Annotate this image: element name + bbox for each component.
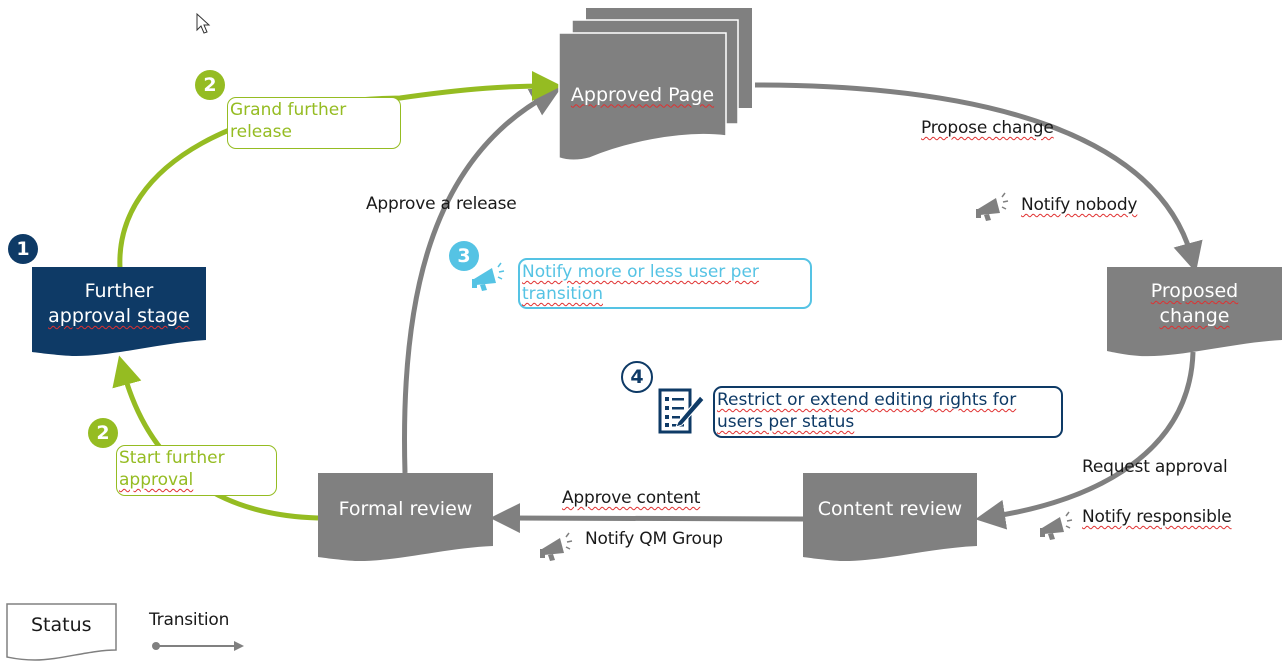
status-formal-review-label: Formal review: [318, 495, 493, 523]
megaphone-icon: [1040, 511, 1073, 540]
notify-nobody-text: Notify nobody: [1021, 195, 1138, 215]
label-approve-release: Approve a release: [366, 193, 517, 215]
megaphone-icon: [540, 532, 573, 561]
status-content-review[interactable]: [803, 473, 977, 562]
status-approved-page-label: Approved Page: [559, 78, 726, 112]
callout-notify-more-or-less: Notify more or less user per transition: [518, 258, 812, 309]
approved-page-text: Approved Page: [570, 83, 715, 106]
transition-approve-content[interactable]: [490, 503, 804, 534]
label-notify-nobody: Notify nobody: [1021, 194, 1137, 216]
release-text: release: [230, 122, 292, 142]
status-approved-page[interactable]: [558, 8, 752, 162]
legend-status-label: Status: [31, 614, 92, 636]
callout-start-further-approval: Start further approval: [116, 445, 277, 496]
further-text: Further: [84, 280, 154, 302]
badge-4: 4: [621, 361, 653, 393]
formal-review-text: Formal review: [338, 497, 473, 520]
badge-2-top: 2: [195, 70, 225, 100]
label-propose-change: Propose change: [921, 117, 1054, 139]
status-proposed-change-label: Proposed change: [1107, 278, 1282, 330]
badge-3: 3: [449, 241, 479, 271]
transition-propose-change[interactable]: [754, 82, 1203, 273]
megaphone-icon: [472, 262, 505, 291]
notify-more-text: Notify more or less user per: [522, 262, 759, 282]
approve-content-text: Approve content: [562, 488, 701, 508]
notify-qm-group-text: Notify QM Group: [585, 529, 723, 549]
change-text: change: [1159, 305, 1230, 327]
start-further-text: Start further: [119, 448, 225, 468]
badge-1: 1: [8, 234, 38, 264]
propose-change-text: Propose change: [921, 118, 1054, 138]
status-further-approval-stage[interactable]: [32, 267, 206, 357]
checklist-edit-icon: [658, 388, 705, 434]
content-review-text: Content review: [817, 497, 963, 520]
callout-restrict-editing-rights: Restrict or extend editing rights for us…: [713, 386, 1063, 438]
notify-responsible-text: Notify responsible: [1082, 507, 1232, 527]
request-approval-text: Request approval: [1082, 457, 1228, 477]
label-approve-content: Approve content: [562, 487, 700, 509]
mouse-cursor-icon: [196, 12, 211, 34]
callout-line-1: Grand further: [230, 99, 398, 121]
users-per-status-text: users per status: [717, 412, 855, 432]
legend-transition-arrowhead: [234, 641, 244, 651]
transition-approve-release[interactable]: [402, 87, 562, 474]
status-formal-review[interactable]: [318, 473, 493, 562]
label-request-approval: Request approval: [1082, 456, 1228, 478]
callout-grand-further-release: Grand further release: [227, 97, 401, 149]
transition-text: transition: [522, 284, 603, 304]
approve-release-text: Approve a release: [366, 194, 517, 214]
approval-text: approval: [119, 470, 194, 490]
status-proposed-change[interactable]: [1107, 267, 1282, 357]
legend-transition-dot: [152, 642, 160, 650]
restrict-text: Restrict or extend editing rights for: [717, 390, 1017, 410]
grand-further-text: Grand further: [230, 100, 347, 120]
status-further-approval-label: Further approval stage: [32, 278, 206, 330]
proposed-text: Proposed: [1150, 280, 1239, 302]
badge-2-bottom: 2: [88, 418, 118, 448]
label-notify-responsible: Notify responsible: [1082, 506, 1232, 528]
megaphone-icon: [976, 192, 1009, 221]
transition-request-approval[interactable]: [975, 351, 1196, 530]
status-content-review-label: Content review: [803, 495, 977, 523]
label-notify-qm-group: Notify QM Group: [585, 528, 723, 550]
legend-status-shape: [6, 603, 117, 661]
legend-transition-label: Transition: [149, 610, 230, 630]
approval-stage-text: approval stage: [48, 305, 190, 327]
